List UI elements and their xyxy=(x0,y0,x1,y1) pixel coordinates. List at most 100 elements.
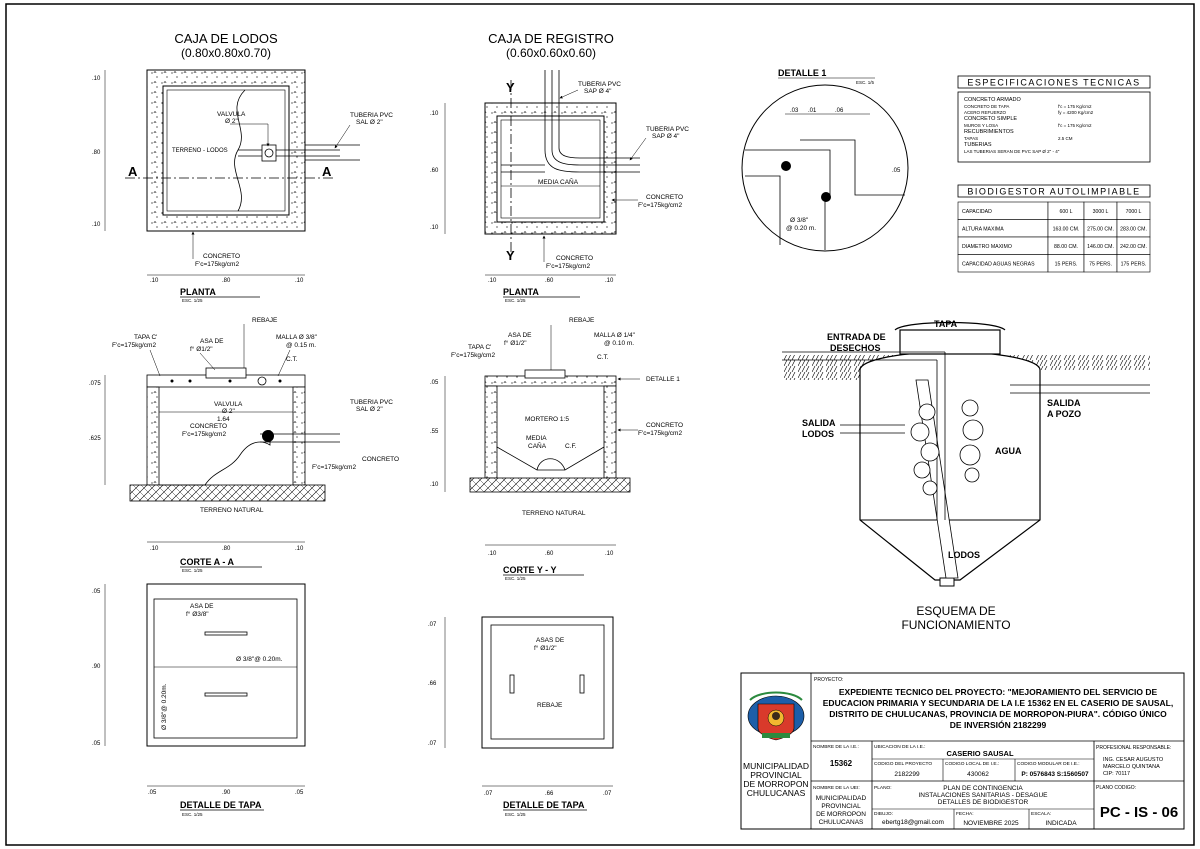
caja-registro-title: CAJA DE REGISTRO xyxy=(488,31,614,46)
detalle1-group: DETALLE 1 ESC. 1/5 .03 .01 .06 .05 Ø 3/8… xyxy=(741,68,909,252)
svg-text:PROFESIONAL RESPONSABLE:: PROFESIONAL RESPONSABLE: xyxy=(1096,745,1171,751)
svg-text:CONCRETO: CONCRETO xyxy=(646,422,683,429)
svg-text:UBICACION DE LA I.E.:: UBICACION DE LA I.E.: xyxy=(874,744,925,750)
svg-text:ebertg18@gmail.com: ebertg18@gmail.com xyxy=(882,819,944,826)
svg-text:AGUA: AGUA xyxy=(995,446,1022,456)
svg-text:CONCRETO: CONCRETO xyxy=(556,255,593,262)
spec-line: ACERO REFUERZO xyxy=(964,110,1007,115)
svg-text:REBAJE: REBAJE xyxy=(252,317,278,324)
bio-row-label: CAPACIDAD xyxy=(962,209,992,215)
svg-text:FECHA:: FECHA: xyxy=(956,811,974,817)
svg-text:@ 0.10 m.: @ 0.10 m. xyxy=(604,340,634,347)
svg-text:VALVULA: VALVULA xyxy=(214,401,243,408)
svg-text:DETALLE 1: DETALLE 1 xyxy=(646,376,680,383)
svg-text:CAÑA: CAÑA xyxy=(528,441,547,450)
svg-text:f° Ø1/2": f° Ø1/2" xyxy=(534,644,557,652)
svg-text:.80: .80 xyxy=(222,546,231,552)
svg-text:PROYECTO:: PROYECTO: xyxy=(814,677,843,683)
svg-text:CONCRETO: CONCRETO xyxy=(190,423,227,430)
svg-text:.625: .625 xyxy=(89,436,101,442)
svg-text:DE INVERSIÓN 2182299: DE INVERSIÓN 2182299 xyxy=(950,719,1047,730)
bio-row-label: ALTURA MAXIMA xyxy=(962,227,1004,233)
bio-row-label: DIAMETRO MAXIMO xyxy=(962,244,1012,250)
svg-text:P: 0576843 S:1560507: P: 0576843 S:1560507 xyxy=(1021,771,1089,778)
biodigestor-tapa xyxy=(899,329,1001,355)
svg-text:CODIGO DEL PROYECTO: CODIGO DEL PROYECTO xyxy=(874,761,932,767)
svg-text:.05: .05 xyxy=(92,589,101,595)
svg-text:ASA DE: ASA DE xyxy=(190,603,214,610)
svg-text:SAL Ø 2": SAL Ø 2" xyxy=(356,406,383,413)
svg-text:DESECHOS: DESECHOS xyxy=(830,343,881,353)
spec-value: fy = 4200 Kg/cm2 xyxy=(1058,110,1094,115)
svg-text:Ø 3/8"@ 0.20m.: Ø 3/8"@ 0.20m. xyxy=(161,683,168,730)
bio-row-label: CAPACIDAD AGUAS NEGRAS xyxy=(962,262,1035,268)
lodos-valve-symbol xyxy=(261,144,277,162)
svg-text:ESC. 1/25: ESC. 1/25 xyxy=(182,812,203,817)
lodos-corte-title: CORTE A - A xyxy=(180,557,234,567)
svg-text:BIODIGESTOR AUTOLIMPIABLE: BIODIGESTOR AUTOLIMPIABLE xyxy=(967,187,1140,197)
svg-text:CIP: 70117: CIP: 70117 xyxy=(1103,771,1130,777)
svg-text:CODIGO MODULAR DE I.E.:: CODIGO MODULAR DE I.E.: xyxy=(1017,761,1080,767)
svg-text:DE MORROPON: DE MORROPON xyxy=(743,779,808,789)
biodigestor-panel: BIODIGESTOR AUTOLIMPIABLE CAPACIDAD 600 L… xyxy=(957,184,1151,273)
svg-text:CONCRETO: CONCRETO xyxy=(362,456,399,463)
svg-text:f° Ø1/2": f° Ø1/2" xyxy=(504,339,527,347)
svg-text:F'c=175kg/cm2: F'c=175kg/cm2 xyxy=(638,202,682,209)
title-block: MUNICIPALIDAD PROVINCIAL DE MORROPON CHU… xyxy=(740,672,1185,830)
spec-line: MUROS Y LOSA xyxy=(964,123,998,128)
svg-text:NOMBRE DE LA I.E.:: NOMBRE DE LA I.E.: xyxy=(813,744,859,750)
svg-text:.55: .55 xyxy=(430,429,439,435)
svg-text:SAP Ø 4": SAP Ø 4" xyxy=(652,133,680,140)
svg-text:EDUCACION PRIMARIA Y SECUNDARI: EDUCACION PRIMARIA Y SECUNDARIA DE LA I.… xyxy=(823,698,1173,708)
svg-text:SALIDA: SALIDA xyxy=(1047,398,1081,408)
svg-text:ASA DE: ASA DE xyxy=(508,332,532,339)
svg-text:.07: .07 xyxy=(484,791,493,797)
svg-text:TERRENO NATURAL: TERRENO NATURAL xyxy=(522,510,586,517)
svg-text:MORTERO 1:5: MORTERO 1:5 xyxy=(525,416,569,423)
svg-text:TUBERIA PVC: TUBERIA PVC xyxy=(646,126,689,133)
svg-text:NOVIEMBRE 2025: NOVIEMBRE 2025 xyxy=(963,820,1019,827)
svg-text:f° Ø3/8": f° Ø3/8" xyxy=(186,610,209,618)
bio-cell-value: 600 L xyxy=(1060,209,1073,215)
svg-text:.10: .10 xyxy=(605,278,614,284)
svg-text:.90: .90 xyxy=(92,664,101,670)
svg-text:.10: .10 xyxy=(430,111,439,117)
svg-text:PLANTA: PLANTA xyxy=(503,287,539,297)
svg-text:.075: .075 xyxy=(89,381,101,387)
svg-text:EXPEDIENTE TECNICO DEL PROYECT: EXPEDIENTE TECNICO DEL PROYECTO: "MEJORA… xyxy=(839,687,1158,697)
svg-text:F'c=175kg/cm2: F'c=175kg/cm2 xyxy=(546,263,590,270)
svg-text:.10: .10 xyxy=(605,551,614,557)
svg-text:DE MORROPON: DE MORROPON xyxy=(816,811,866,818)
svg-text:CHULUCANAS: CHULUCANAS xyxy=(819,819,864,826)
svg-text:MALLA Ø 3/8": MALLA Ø 3/8" xyxy=(276,334,318,341)
especificaciones-panel: ESPECIFICACIONES TECNICAS CONCRETO ARMAD… xyxy=(957,75,1151,163)
svg-text:DETALLE DE TAPA: DETALLE DE TAPA xyxy=(180,800,262,810)
svg-text:ESC. 1/25: ESC. 1/25 xyxy=(505,576,526,581)
svg-text:A POZO: A POZO xyxy=(1047,409,1081,419)
svg-text:430062: 430062 xyxy=(967,771,989,778)
svg-text:MARCELO QUINTANA: MARCELO QUINTANA xyxy=(1103,764,1160,770)
plano-code: PC - IS - 06 xyxy=(1100,804,1178,821)
svg-text:REBAJE: REBAJE xyxy=(569,317,595,324)
svg-text:INSTALACIONES SANITARIAS - DES: INSTALACIONES SANITARIAS - DESAGUE xyxy=(918,792,1048,799)
svg-text:TUBERIA PVC: TUBERIA PVC xyxy=(350,399,393,406)
svg-text:MEDIA CAÑA: MEDIA CAÑA xyxy=(538,177,579,186)
svg-text:C.F.: C.F. xyxy=(565,443,577,450)
svg-text:ESC. 1/25: ESC. 1/25 xyxy=(182,298,203,303)
svg-text:.80: .80 xyxy=(92,150,101,156)
svg-text:.07: .07 xyxy=(428,741,437,747)
svg-text:PROVINCIAL: PROVINCIAL xyxy=(750,770,802,780)
lodos-tuberia-label: TUBERIA PVC xyxy=(350,112,393,119)
svg-text:TERRENO NATURAL: TERRENO NATURAL xyxy=(200,507,264,514)
svg-text:Ø 3/8": Ø 3/8" xyxy=(790,217,809,224)
svg-text:.80: .80 xyxy=(222,278,231,284)
lodos-fc-label: F'c=175kg/cm2 xyxy=(195,261,239,268)
lodos-valvula-label: VALVULA xyxy=(217,111,246,118)
spec-line: CONCRETO DE TAPA xyxy=(964,104,1009,109)
svg-text:CODIGO LOCAL DE I.E.:: CODIGO LOCAL DE I.E.: xyxy=(945,761,999,767)
bio-cell-value: 3000 L xyxy=(1093,209,1109,215)
svg-text:DISTRITO DE CHULUCANAS, PROVIN: DISTRITO DE CHULUCANAS, PROVINCIA DE MOR… xyxy=(829,708,1167,719)
lodos-terreno-label: TERRENO - LODOS xyxy=(172,148,228,154)
svg-text:.10: .10 xyxy=(92,222,101,228)
svg-text:@ 0.15 m.: @ 0.15 m. xyxy=(286,342,316,349)
